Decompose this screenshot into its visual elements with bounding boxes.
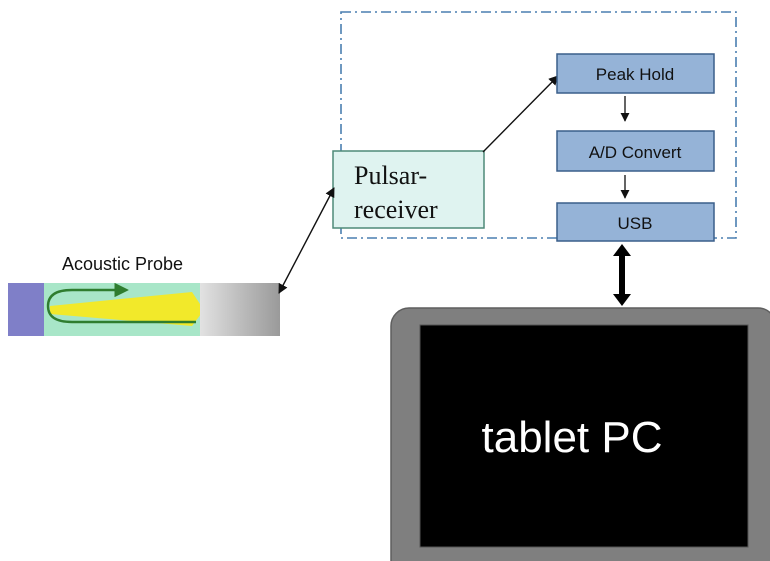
pulsar-receiver-line1: Pulsar- bbox=[354, 161, 427, 190]
processing-boundary bbox=[340, 11, 737, 239]
tablet-label: tablet PC bbox=[482, 413, 663, 462]
probe-lens bbox=[200, 283, 280, 336]
pipeline-block-ad-convert: A/D Convert bbox=[556, 130, 715, 172]
pipeline-block-peak-hold: Peak Hold bbox=[556, 53, 715, 94]
tablet-pc: tablet PC bbox=[390, 307, 770, 561]
tablet-screen bbox=[419, 324, 749, 548]
probe-beam bbox=[50, 292, 204, 326]
acoustic-probe bbox=[8, 282, 280, 336]
thick-bidirectional-arrow-icon bbox=[613, 244, 631, 306]
pulsar-to-peak-hold-arrow bbox=[482, 75, 559, 153]
peak-hold-label: Peak Hold bbox=[596, 65, 674, 84]
probe-backing bbox=[8, 283, 44, 336]
pulsar-receiver: Pulsar- receiver bbox=[332, 150, 485, 229]
usb-label: USB bbox=[618, 214, 653, 233]
probe-label: Acoustic Probe bbox=[62, 254, 183, 274]
pipeline-block-usb: USB bbox=[556, 202, 715, 242]
pulsar-receiver-line2: receiver bbox=[354, 195, 438, 224]
bidirectional-arrow-icon bbox=[278, 187, 335, 294]
pulsar-receiver-box bbox=[332, 150, 485, 229]
loop-arrow-icon bbox=[46, 282, 196, 324]
ad-convert-label: A/D Convert bbox=[589, 143, 682, 162]
